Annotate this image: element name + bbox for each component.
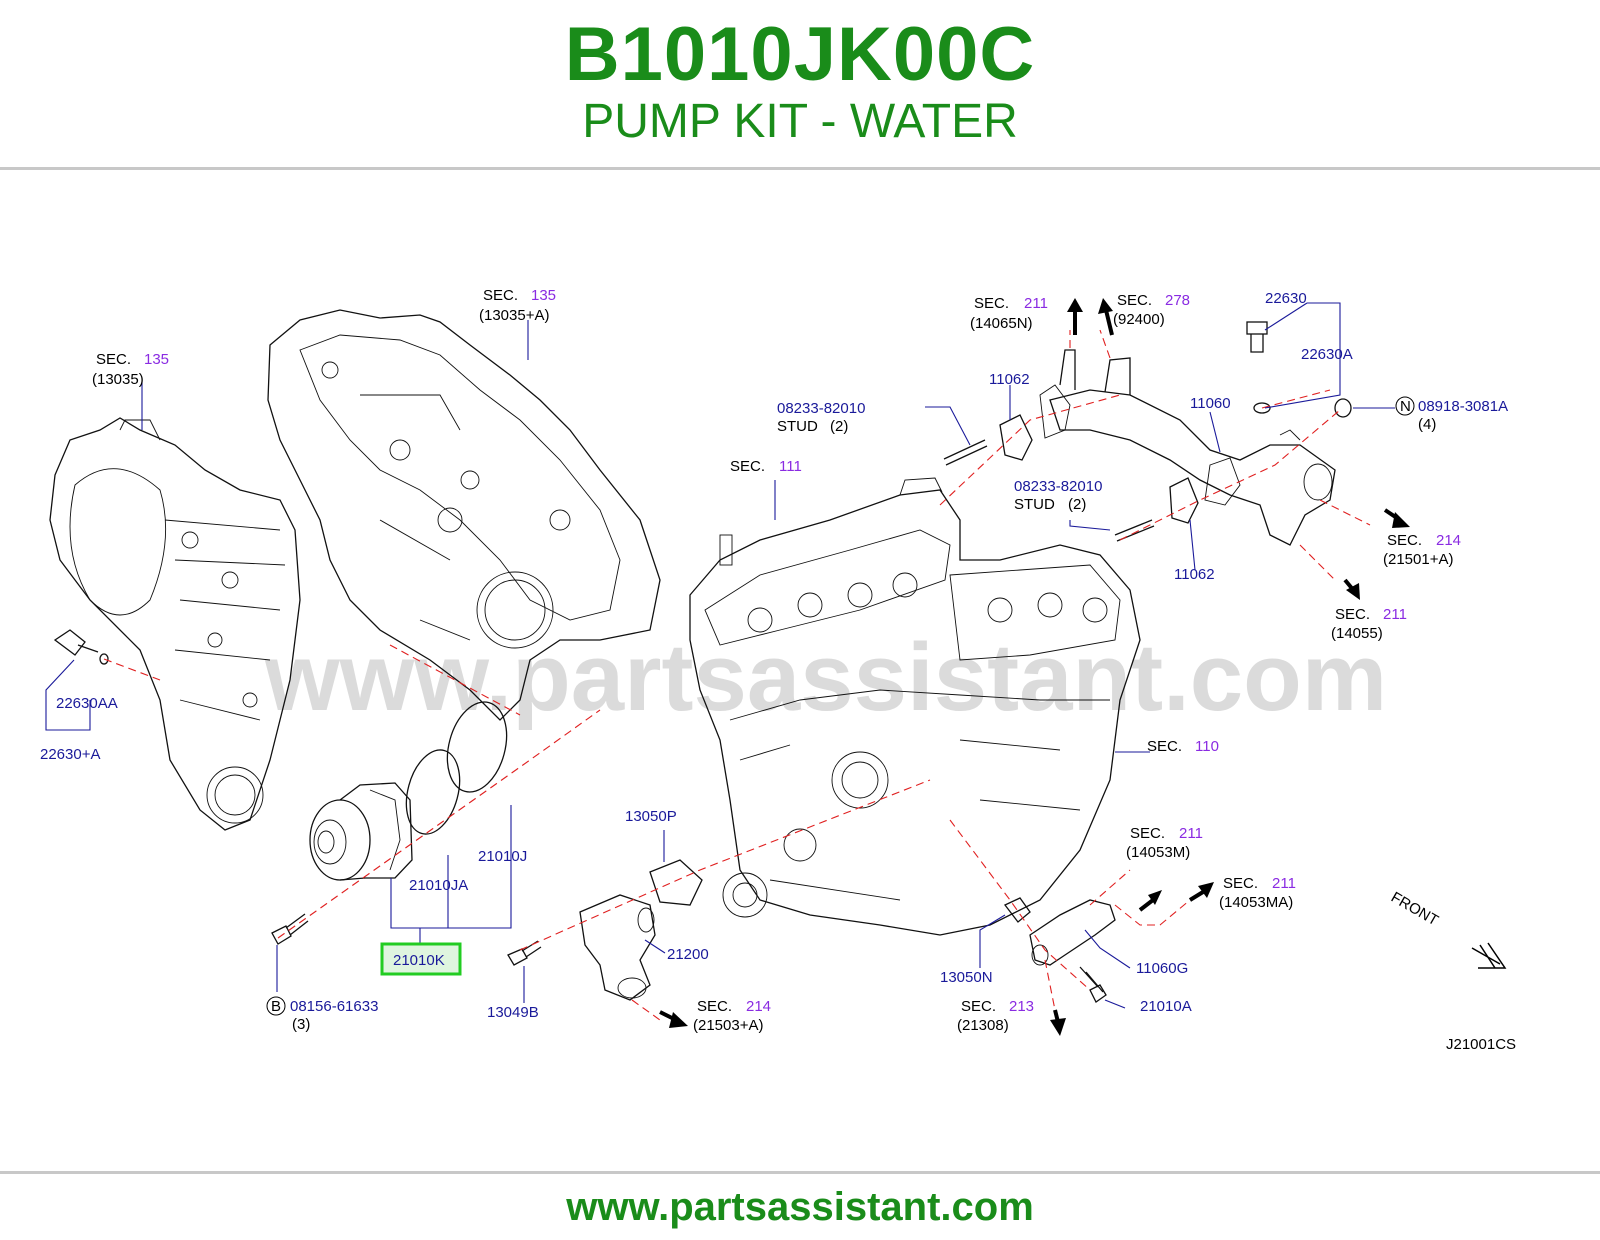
engine-block xyxy=(689,477,1141,936)
sec-214-right-ref: (21501+A) xyxy=(1383,551,1453,568)
alignment-lines xyxy=(103,329,1371,1021)
part-08918-qty: (4) xyxy=(1418,416,1436,433)
badge-b: B xyxy=(271,998,281,1015)
part-08918-3081a[interactable]: 08918-3081A xyxy=(1418,398,1508,415)
timing-cover-upper xyxy=(267,309,661,721)
sec-213-number[interactable]: 213 xyxy=(1009,998,1034,1015)
gasket-11062-mid xyxy=(1169,477,1199,524)
watermark: www.partsassistant.com xyxy=(264,624,1387,731)
sec-211-m-label: SEC. xyxy=(1130,825,1165,842)
badge-n-circle xyxy=(1395,396,1415,416)
sec-211-m-number[interactable]: 211 xyxy=(1179,825,1203,842)
part-13050p[interactable]: 13050P xyxy=(625,808,677,825)
sec-211-top-ref: (14065N) xyxy=(970,315,1033,332)
sec-214-right-label: SEC. xyxy=(1387,532,1422,549)
flow-arrows xyxy=(659,298,1410,1036)
gasket-13050p xyxy=(649,859,703,906)
sec-278-label: SEC. xyxy=(1117,292,1152,309)
o-ring-21010j xyxy=(446,701,508,793)
sec-214-bottom-number[interactable]: 214 xyxy=(746,998,771,1015)
sec-135-left-number[interactable]: 135 xyxy=(144,351,169,368)
part-08233-mid-qty: (2) xyxy=(1068,496,1086,513)
part-21010ja[interactable]: 21010JA xyxy=(409,877,468,894)
temp-sensor-22630 xyxy=(1246,321,1271,414)
sec-211-top-number[interactable]: 211 xyxy=(1024,295,1048,312)
o-ring-21010ja xyxy=(405,749,461,835)
sec-278-number[interactable]: 278 xyxy=(1165,292,1190,309)
part-11060g[interactable]: 11060G xyxy=(1136,960,1188,977)
sec-213-label: SEC. xyxy=(961,998,996,1015)
leader-lines xyxy=(45,302,1395,1009)
part-21010a[interactable]: 21010A xyxy=(1140,998,1192,1015)
thermostat-housing-21200 xyxy=(579,894,656,1001)
front-label: FRONT xyxy=(1388,889,1441,930)
part-11062-mid[interactable]: 11062 xyxy=(1174,566,1215,583)
sec-135-left-ref: (13035) xyxy=(92,371,144,388)
sec-135-top-number[interactable]: 135 xyxy=(531,287,556,304)
stud-08233-top xyxy=(943,439,988,466)
header: B1010JK00C PUMP KIT - WATER xyxy=(0,0,1600,168)
stud-08233-mid xyxy=(1114,519,1155,542)
plug-08918 xyxy=(1334,398,1352,418)
sec-211-ma-ref: (14053MA) xyxy=(1219,894,1293,911)
sec-135-left-label: SEC. xyxy=(96,351,131,368)
water-pump xyxy=(309,782,413,881)
bolt-08156 xyxy=(271,913,309,945)
sec-214-bottom-ref: (21503+A) xyxy=(693,1017,763,1034)
sec-214-right-number[interactable]: 214 xyxy=(1436,532,1461,549)
bolt-13049b xyxy=(507,940,542,966)
part-22630a[interactable]: 22630A xyxy=(1301,346,1353,363)
sec-211-right-number[interactable]: 211 xyxy=(1383,606,1407,623)
part-11060[interactable]: 11060 xyxy=(1190,395,1231,412)
parts-diagram: www.partsassistant.com xyxy=(40,287,1516,1053)
water-outlet-11060g xyxy=(1003,897,1116,1003)
drawing-code: J21001CS xyxy=(1446,1036,1516,1053)
highlight-box-21010k[interactable] xyxy=(380,942,462,976)
timing-cover-left xyxy=(49,417,301,831)
sec-211-m-ref: (14053M) xyxy=(1126,844,1190,861)
sec-278-ref: (92400) xyxy=(1113,311,1165,328)
part-08233-top-qty: (2) xyxy=(830,418,848,435)
sec-211-right-label: SEC. xyxy=(1335,606,1370,623)
footer-divider xyxy=(0,1171,1600,1174)
footer-url[interactable]: www.partsassistant.com xyxy=(566,1185,1034,1229)
sec-111-number[interactable]: 111 xyxy=(779,458,802,475)
part-22630-plus-a[interactable]: 22630+A xyxy=(40,746,100,763)
sec-135-top-label: SEC. xyxy=(483,287,518,304)
temp-sensor-left xyxy=(53,629,109,665)
sec-111-label: SEC. xyxy=(730,458,765,475)
stud-mid-label: STUD xyxy=(1014,496,1055,513)
part-13050n[interactable]: 13050N xyxy=(940,969,993,986)
part-08233-mid[interactable]: 08233-82010 xyxy=(1014,478,1102,495)
sec-211-top-label: SEC. xyxy=(974,295,1009,312)
header-divider xyxy=(0,167,1600,170)
sec-211-ma-label: SEC. xyxy=(1223,875,1258,892)
part-08156-qty: (3) xyxy=(292,1016,310,1033)
part-title: PUMP KIT - WATER xyxy=(582,95,1018,148)
part-22630aa[interactable]: 22630AA xyxy=(56,695,118,712)
part-11062-top[interactable]: 11062 xyxy=(989,371,1030,388)
stud-top-label: STUD xyxy=(777,418,818,435)
badge-b-circle xyxy=(266,996,286,1016)
sec-135-top-ref: (13035+A) xyxy=(479,307,549,324)
sec-214-bottom-label: SEC. xyxy=(697,998,732,1015)
part-21010j[interactable]: 21010J xyxy=(478,848,527,865)
part-08156-61633[interactable]: 08156-61633 xyxy=(290,998,378,1015)
part-08233-top[interactable]: 08233-82010 xyxy=(777,400,865,417)
part-22630[interactable]: 22630 xyxy=(1265,290,1307,307)
front-arrow xyxy=(1471,942,1507,969)
part-13049b[interactable]: 13049B xyxy=(487,1004,539,1021)
gasket-11062-top xyxy=(999,414,1033,461)
sec-211-right-ref: (14055) xyxy=(1331,625,1383,642)
part-21010k[interactable]: 21010K xyxy=(393,952,445,969)
sec-213-ref: (21308) xyxy=(957,1017,1009,1034)
sec-211-ma-number[interactable]: 211 xyxy=(1272,875,1296,892)
part-number: B1010JK00C xyxy=(564,12,1036,97)
badge-n: N xyxy=(1400,398,1411,415)
sec-110-label: SEC. xyxy=(1147,738,1182,755)
sec-110-number[interactable]: 110 xyxy=(1195,738,1219,755)
part-21200[interactable]: 21200 xyxy=(667,946,709,963)
water-outlet-11060 xyxy=(1039,349,1336,546)
